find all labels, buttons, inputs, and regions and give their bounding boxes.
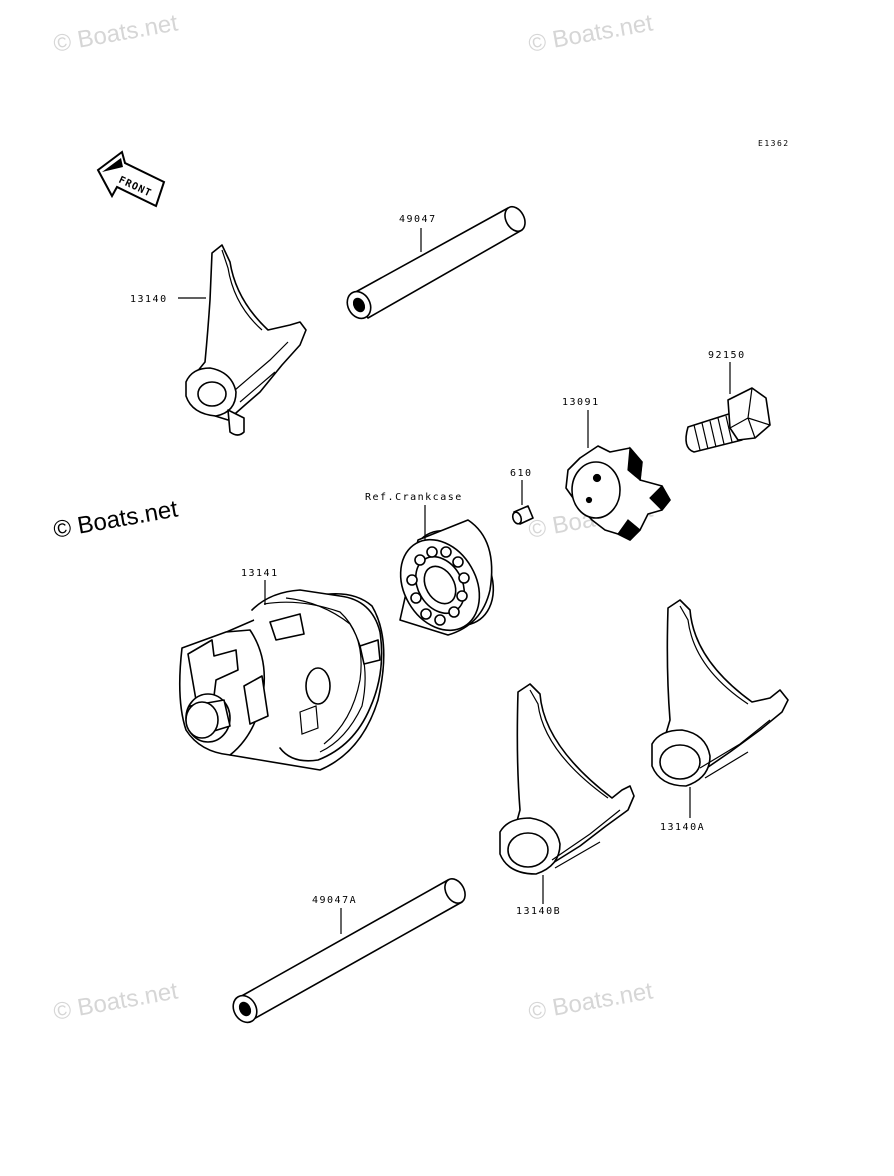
- label-13140A: 13140A: [660, 822, 705, 833]
- label-ref-crankcase: Ref.Crankcase: [365, 492, 463, 503]
- label-13141: 13141: [241, 568, 279, 579]
- front-arrow-icon: FRONT: [96, 150, 166, 208]
- label-13091: 13091: [562, 397, 600, 408]
- label-13140B: 13140B: [516, 906, 561, 917]
- svg-text:© Boats.net: © Boats.net: [526, 977, 655, 1025]
- part-13091[interactable]: [565, 445, 671, 541]
- svg-text:© Boats.net: © Boats.net: [526, 9, 655, 57]
- watermark-top-left: © Boats.net: [51, 9, 180, 57]
- part-610[interactable]: [511, 505, 534, 525]
- part-13140B[interactable]: [499, 683, 635, 875]
- label-92150: 92150: [708, 350, 746, 361]
- label-13140: 13140: [130, 294, 168, 305]
- label-610: 610: [510, 468, 533, 479]
- part-13141[interactable]: [178, 589, 385, 771]
- part-13140[interactable]: [185, 244, 307, 436]
- watermark-middle-left: © Boats.net: [51, 495, 180, 543]
- part-13140A[interactable]: [651, 599, 789, 787]
- label-49047A: 49047A: [312, 895, 357, 906]
- part-92150[interactable]: [685, 387, 771, 453]
- watermark-top-right: © Boats.net: [526, 9, 655, 57]
- part-49047A[interactable]: [229, 875, 470, 1026]
- svg-text:© Boats.net: © Boats.net: [51, 977, 180, 1025]
- part-ref-crankcase-bearing[interactable]: [385, 516, 510, 645]
- diagram-code: E1362: [758, 139, 790, 148]
- part-49047[interactable]: [343, 203, 529, 322]
- watermark-bottom-right: © Boats.net: [526, 977, 655, 1025]
- svg-text:© Boats.net: © Boats.net: [51, 495, 180, 543]
- bearing-balls: [406, 546, 470, 626]
- watermark-bottom-left: © Boats.net: [51, 977, 180, 1025]
- label-49047: 49047: [399, 214, 437, 225]
- svg-text:© Boats.net: © Boats.net: [51, 9, 180, 57]
